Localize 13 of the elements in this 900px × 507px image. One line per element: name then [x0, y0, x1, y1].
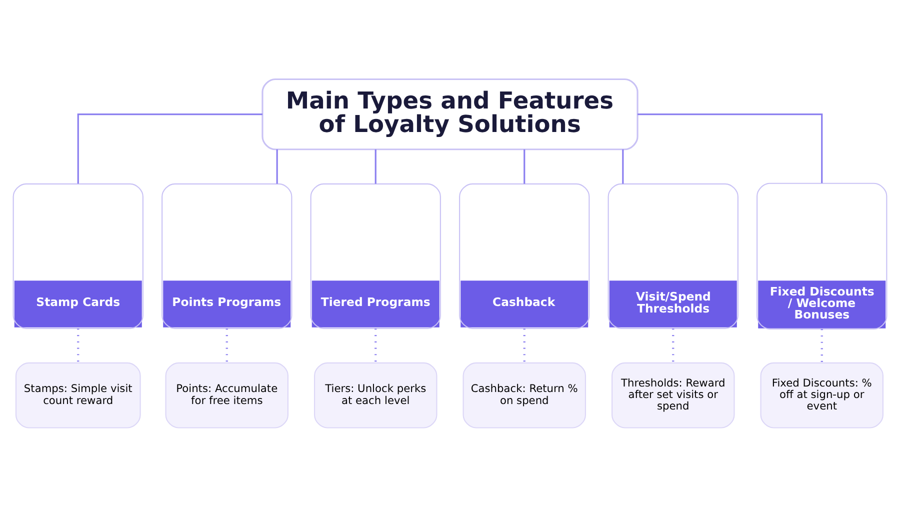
connector	[638, 114, 823, 184]
connector	[374, 149, 376, 184]
node-box: Main Types and Features of Loyalty Solutions	[262, 78, 638, 150]
connector	[622, 149, 624, 184]
node-box: Fixed Discounts: % off at sign-up or event	[760, 362, 884, 428]
node-box: Tiers: Unlock perks at each level	[314, 362, 438, 428]
connector	[276, 149, 278, 184]
node-box: Thresholds: Reward after set visits or spend	[612, 362, 735, 428]
node-box: Cashback: Return % on spend	[462, 362, 586, 428]
node-box: Stamps: Simple visit count reward	[15, 362, 141, 428]
connector	[524, 149, 526, 184]
node-box: Points: Accumulate for free items	[165, 362, 288, 428]
connector	[77, 114, 262, 184]
